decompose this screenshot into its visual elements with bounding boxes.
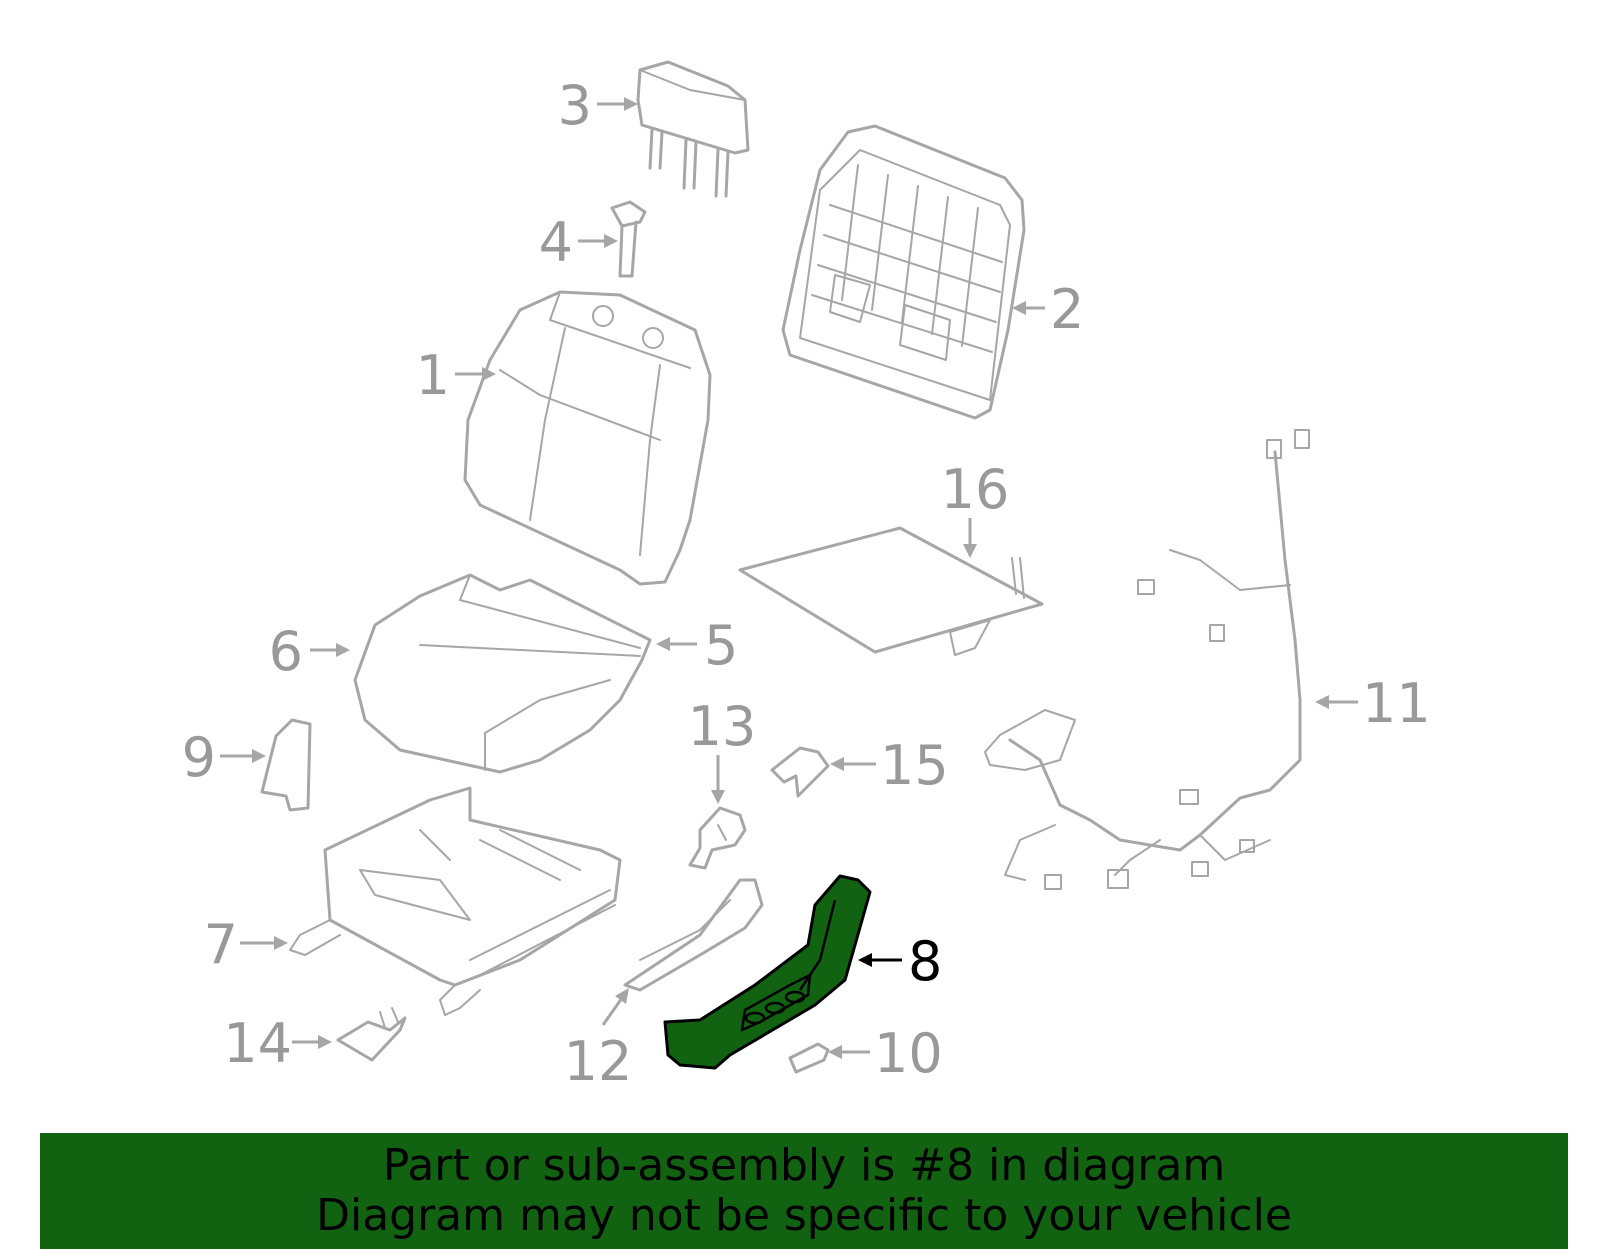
part-1-seatback-cover[interactable] [463, 290, 712, 586]
part-6-cushion-cover[interactable] [353, 573, 652, 774]
callout-1: 1 [416, 344, 450, 407]
callout-13: 13 [688, 695, 757, 758]
part-12-outer-shield[interactable] [623, 878, 764, 992]
callout-15: 15 [880, 734, 949, 797]
callout-12: 12 [564, 1030, 633, 1093]
callout-9: 9 [182, 726, 216, 789]
part-16-seat-pad[interactable] [738, 526, 1044, 656]
leader-lines [220, 97, 1358, 1059]
part-11-wiring-harness[interactable] [984, 429, 1310, 890]
callout-6: 6 [269, 620, 303, 683]
callout-14: 14 [223, 1012, 292, 1075]
callout-3: 3 [558, 74, 592, 137]
part-8-side-trim-highlighted[interactable] [663, 874, 872, 1070]
callout-4: 4 [539, 211, 573, 274]
part-7-seat-frame[interactable] [289, 786, 622, 1016]
callout-16: 16 [941, 458, 1010, 521]
part-14-bracket[interactable] [336, 1007, 407, 1062]
part-3-headrest[interactable] [636, 60, 750, 198]
part-4-headrest-guide[interactable] [610, 200, 647, 278]
callout-8: 8 [908, 930, 942, 993]
part-13-clip[interactable] [688, 806, 747, 870]
info-banner: Part or sub-assembly is #8 in diagram Di… [40, 1133, 1568, 1249]
part-9-trim-panel[interactable] [260, 718, 312, 812]
banner-line-2: Diagram may not be specific to your vehi… [316, 1190, 1292, 1241]
callout-10: 10 [874, 1022, 943, 1085]
callout-2: 2 [1050, 278, 1084, 341]
callout-11: 11 [1362, 672, 1431, 735]
callout-5: 5 [704, 614, 738, 677]
part-2-seatback-frame[interactable] [781, 124, 1026, 420]
callout-7: 7 [204, 913, 238, 976]
part-10-knob[interactable] [788, 1042, 830, 1074]
banner-line-1: Part or sub-assembly is #8 in diagram [382, 1140, 1226, 1191]
part-15-retainer[interactable] [770, 746, 830, 798]
callout-labels: 3 4 2 1 16 6 5 11 9 13 15 7 8 12 14 10 [182, 74, 1431, 1093]
